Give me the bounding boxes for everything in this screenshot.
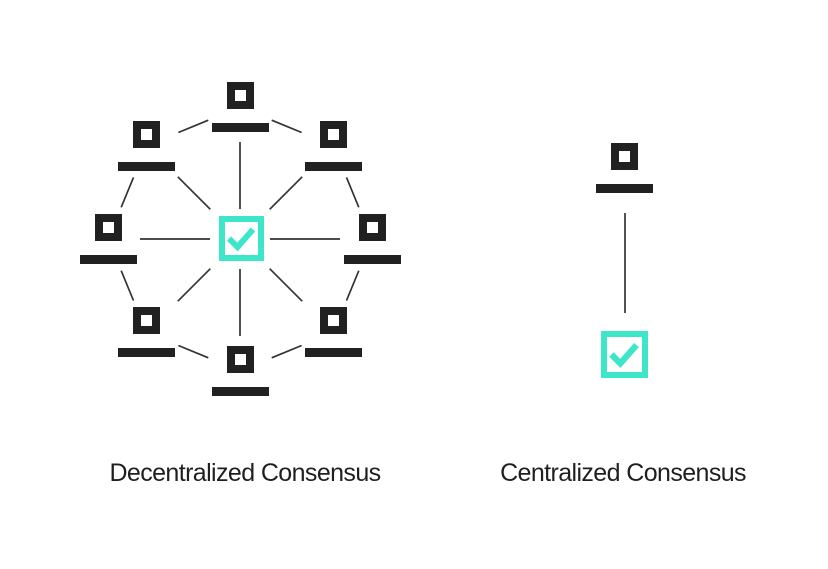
spoke-line-southeast [269, 268, 303, 302]
ring-line-n-ne [271, 119, 302, 134]
ring-line-se-s [271, 344, 302, 359]
computer-node-icon [344, 214, 401, 264]
computer-node-icon [212, 346, 269, 396]
node-screen [95, 214, 122, 241]
spoke-line-northwest [177, 176, 211, 210]
node-base [596, 184, 653, 193]
checked-box-icon [601, 331, 648, 378]
node-screen [320, 121, 347, 148]
node-base [305, 162, 362, 171]
spoke-line-northeast [269, 176, 303, 210]
ring-line-ne-e [345, 177, 360, 208]
computer-node-icon [305, 307, 362, 357]
ring-line-nw-n [178, 119, 209, 134]
computer-node-icon [118, 307, 175, 357]
checked-box-icon [219, 216, 264, 261]
ring-line-w-nw [120, 177, 135, 208]
checkmark-icon [226, 227, 256, 252]
node-base [212, 387, 269, 396]
computer-node-icon [118, 121, 175, 171]
node-screen [227, 346, 254, 373]
node-screen [133, 307, 160, 334]
node-base [305, 348, 362, 357]
node-screen [611, 143, 638, 170]
node-base [344, 255, 401, 264]
node-base [118, 348, 175, 357]
node-screen [320, 307, 347, 334]
ring-line-e-se [345, 270, 360, 301]
node-screen [227, 82, 254, 109]
spoke-line-southwest [177, 268, 211, 302]
ring-line-s-sw [178, 344, 209, 359]
node-screen [359, 214, 386, 241]
caption-centralized-consensus: Centralized Consensus [500, 459, 746, 487]
computer-node-icon [596, 143, 653, 193]
computer-node-icon [212, 82, 269, 132]
node-base [118, 162, 175, 171]
computer-node-icon [305, 121, 362, 171]
ring-line-sw-w [120, 270, 135, 301]
node-screen [133, 121, 160, 148]
computer-node-icon [80, 214, 137, 264]
checkmark-icon [609, 343, 639, 368]
caption-decentralized-consensus: Decentralized Consensus [109, 459, 381, 487]
node-base [80, 255, 137, 264]
node-base [212, 123, 269, 132]
